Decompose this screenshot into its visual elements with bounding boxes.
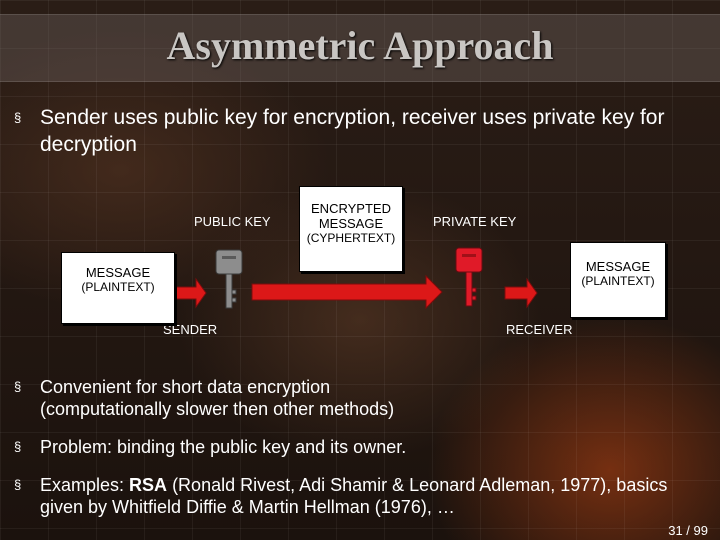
card-line: (CYPHERTEXT) [306,231,396,245]
card-line: MESSAGE [85,265,151,280]
slide-title: Asymmetric Approach [166,23,554,68]
sender-label: SENDER [163,322,218,337]
decrypted-message-card: MESSAGE (PLAINTEXT) [570,242,666,318]
public-key-icon [215,249,243,309]
bullet-text: Sender uses public key for encryption, r… [40,106,665,156]
page-number: 31 / 99 [668,523,708,538]
arrow-icon [251,274,443,310]
plaintext-message-card: MESSAGE (PLAINTEXT) [61,252,175,324]
bullet-text: Problem: binding the public key and its … [40,437,407,457]
public-key-label: PUBLIC KEY [194,214,271,229]
ciphertext-message-card: ENCRYPTED MESSAGE (CYPHERTEXT) [299,186,403,272]
card-line: MESSAGE [585,259,651,274]
private-key-label: PRIVATE KEY [433,214,517,229]
bullet-mark: § [14,110,22,125]
example-prefix: Examples: [40,475,130,495]
card-line: (PLAINTEXT) [81,280,155,294]
card-line: (PLAINTEXT) [581,274,655,288]
arrow-icon [175,277,207,309]
card-line: ENCRYPTED [311,201,391,216]
bullet-text: Examples: RSA (Ronald Rivest, Adi Shamir… [40,474,700,518]
bullet-mark: § [14,477,22,492]
receiver-label: RECEIVER [506,322,573,337]
bullet-text: Convenient for short data encryption (co… [40,377,395,419]
bullet-mark: § [14,439,22,454]
private-key-icon [455,247,483,307]
bullet-mark: § [14,379,22,394]
arrow-icon [504,277,538,309]
example-bold: RSA [129,475,168,495]
example-suffix: (Ronald Rivest, Adi Shamir & Leonard Adl… [40,475,668,517]
title-bar [0,14,720,82]
card-line: MESSAGE [318,216,384,231]
